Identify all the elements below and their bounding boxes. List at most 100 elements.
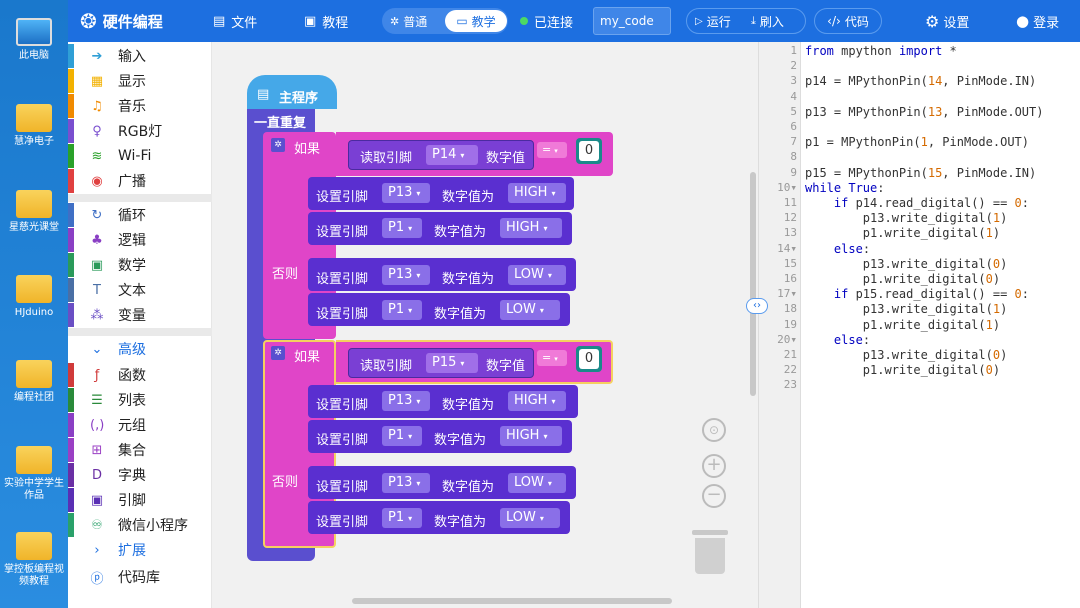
brand-logo-icon: ❂ bbox=[80, 9, 97, 33]
calculator-icon: ▣ bbox=[90, 257, 104, 273]
code-line[interactable]: p13.write_digital(0) bbox=[805, 256, 1008, 271]
pin-select[interactable]: P1▾ bbox=[382, 218, 422, 238]
flash-button[interactable]: ⤓刷入 bbox=[751, 9, 784, 33]
desktop-icon-label: 实验中学学生作品 bbox=[4, 478, 64, 501]
vertical-scrollbar[interactable] bbox=[750, 172, 756, 396]
zoom-in-icon[interactable]: + bbox=[702, 454, 726, 478]
value-select[interactable]: HIGH▾ bbox=[508, 391, 566, 411]
value-select-value: LOW bbox=[506, 510, 536, 525]
pin-select[interactable]: P13▾ bbox=[382, 473, 430, 493]
code-line[interactable]: p13.write_digital(1) bbox=[805, 211, 1008, 226]
code-line[interactable]: if p15.read_digital() == 0: bbox=[833, 287, 1030, 302]
run-button[interactable]: ▷运行 bbox=[695, 9, 731, 33]
category-label: RGB灯 bbox=[118, 124, 163, 140]
file-menu[interactable]: ▤文件 bbox=[213, 0, 257, 42]
code-line[interactable]: p15 = MPythonPin(15, PinMode.IN) bbox=[805, 165, 1037, 180]
category-set[interactable]: ⊞集合 bbox=[68, 438, 212, 462]
category-list[interactable]: ☰列表 bbox=[68, 388, 212, 412]
value-select[interactable]: HIGH▾ bbox=[500, 426, 562, 446]
gear-icon[interactable]: ✲ bbox=[271, 138, 285, 152]
desktop-icon-folder[interactable]: 慧净电子 bbox=[0, 104, 68, 148]
panel-resize-handle-icon[interactable]: ‹› bbox=[746, 298, 768, 314]
pin-select[interactable]: P13▾ bbox=[382, 183, 430, 203]
desktop-icon-folder[interactable]: 星慈光课堂 bbox=[0, 190, 68, 234]
pin-select[interactable]: P15▾ bbox=[426, 353, 478, 373]
category-extensions[interactable]: ›扩展 bbox=[68, 538, 212, 562]
category-color-bar bbox=[68, 44, 74, 68]
code-line[interactable]: from mpython import * bbox=[805, 44, 957, 58]
category-advanced[interactable]: ⌄高级 bbox=[68, 337, 212, 361]
pin-select[interactable]: P1▾ bbox=[382, 426, 422, 446]
pin-select[interactable]: P1▾ bbox=[382, 300, 422, 320]
main-program-block[interactable]: ▤主程序 bbox=[247, 75, 337, 109]
value-select[interactable]: HIGH▾ bbox=[500, 218, 562, 238]
recenter-icon[interactable]: ⊙ bbox=[702, 418, 726, 442]
brand: ❂硬件编程 bbox=[80, 0, 163, 42]
code-line[interactable]: else: bbox=[833, 332, 871, 347]
pin-select[interactable]: P13▾ bbox=[382, 265, 430, 285]
login-button[interactable]: ●登录 bbox=[1016, 0, 1059, 42]
zoom-out-icon[interactable]: − bbox=[702, 484, 726, 508]
code-toggle-button[interactable]: ‹/›代码 bbox=[814, 8, 882, 34]
project-name-input[interactable]: my_code bbox=[593, 7, 671, 35]
category-pin[interactable]: ▣引脚 bbox=[68, 488, 212, 512]
operator-select[interactable]: =▾ bbox=[537, 350, 567, 366]
desktop-icon-this-pc[interactable]: 此电脑 bbox=[0, 18, 68, 62]
horizontal-scrollbar[interactable] bbox=[352, 598, 672, 604]
code-line[interactable]: if p14.read_digital() == 0: bbox=[833, 196, 1030, 210]
code-line[interactable]: p1.write_digital(1) bbox=[805, 226, 1001, 241]
value-select[interactable]: LOW▾ bbox=[508, 265, 566, 285]
category-wechat[interactable]: ♾微信小程序 bbox=[68, 513, 212, 537]
pin-select[interactable]: P13▾ bbox=[382, 391, 430, 411]
desktop-icon-folder[interactable]: 编程社团 bbox=[0, 360, 68, 404]
category-tuple[interactable]: (,)元组 bbox=[68, 413, 212, 437]
category-logic[interactable]: ♣逻辑 bbox=[68, 228, 212, 252]
category-music[interactable]: ♫音乐 bbox=[68, 94, 212, 118]
trash-icon[interactable] bbox=[692, 530, 728, 576]
value-select[interactable]: HIGH▾ bbox=[508, 183, 566, 203]
desktop-icon-folder[interactable]: 掌控板编程视频教程 bbox=[0, 532, 68, 588]
value-select[interactable]: LOW▾ bbox=[508, 473, 566, 493]
category-broadcast[interactable]: ◉广播 bbox=[68, 169, 212, 193]
category-math[interactable]: ▣数学 bbox=[68, 253, 212, 277]
code-line[interactable]: p1.write_digital(1) bbox=[805, 317, 1001, 332]
value-select[interactable]: LOW▾ bbox=[500, 300, 560, 320]
pin-select[interactable]: P14▾ bbox=[426, 145, 478, 165]
run-flash-group: ▷运行 ⤓刷入 bbox=[686, 8, 806, 34]
pin-select[interactable]: P1▾ bbox=[382, 508, 422, 528]
category-wifi[interactable]: ≋Wi-Fi bbox=[68, 144, 212, 168]
settings-button[interactable]: ⚙设置 bbox=[925, 0, 969, 42]
category-variable[interactable]: ⁂变量 bbox=[68, 303, 212, 327]
connection-status[interactable]: 已连接 bbox=[520, 0, 573, 42]
number-value: 0 bbox=[579, 141, 599, 161]
number-block[interactable]: 0 bbox=[576, 346, 602, 372]
code-line[interactable]: p13.write_digital(0) bbox=[805, 348, 1008, 362]
gear-icon[interactable]: ✲ bbox=[271, 346, 285, 360]
operator-select[interactable]: =▾ bbox=[537, 142, 567, 158]
code-line[interactable]: p1.write_digital(0) bbox=[805, 363, 1001, 378]
code-line[interactable]: p13.write_digital(1) bbox=[805, 302, 1008, 317]
tutorial-menu[interactable]: ▣教程 bbox=[304, 0, 348, 42]
number-block[interactable]: 0 bbox=[576, 138, 602, 164]
category-input[interactable]: ➔输入 bbox=[68, 44, 212, 68]
code-line[interactable]: p14 = MPythonPin(14, PinMode.IN) bbox=[805, 74, 1037, 89]
value-select[interactable]: LOW▾ bbox=[500, 508, 560, 528]
category-loop[interactable]: ↻循环 bbox=[68, 203, 212, 227]
block-workspace[interactable]: ▤主程序 一直重复 ✲ 如果 读取引脚 P14▾ 数字值 =▾ 0 设置引脚 P… bbox=[212, 42, 758, 608]
code-line[interactable]: p1 = MPythonPin(1, PinMode.OUT) bbox=[805, 135, 1030, 150]
category-display[interactable]: ▦显示 bbox=[68, 69, 212, 93]
desktop-icon-folder[interactable]: HJduino bbox=[0, 275, 68, 319]
mode-normal-button[interactable]: ✲普通 bbox=[390, 8, 427, 34]
code-line[interactable]: while True: bbox=[805, 180, 885, 195]
code-line[interactable]: else: bbox=[833, 241, 871, 256]
code-line[interactable]: p13 = MPythonPin(13, PinMode.OUT) bbox=[805, 104, 1044, 119]
desktop-icon-folder[interactable]: 实验中学学生作品 bbox=[0, 446, 68, 502]
code-line[interactable]: p1.write_digital(0) bbox=[805, 272, 1001, 286]
mode-teach-button[interactable]: ▭教学 bbox=[445, 10, 507, 32]
category-rgb[interactable]: ♀RGB灯 bbox=[68, 119, 212, 143]
